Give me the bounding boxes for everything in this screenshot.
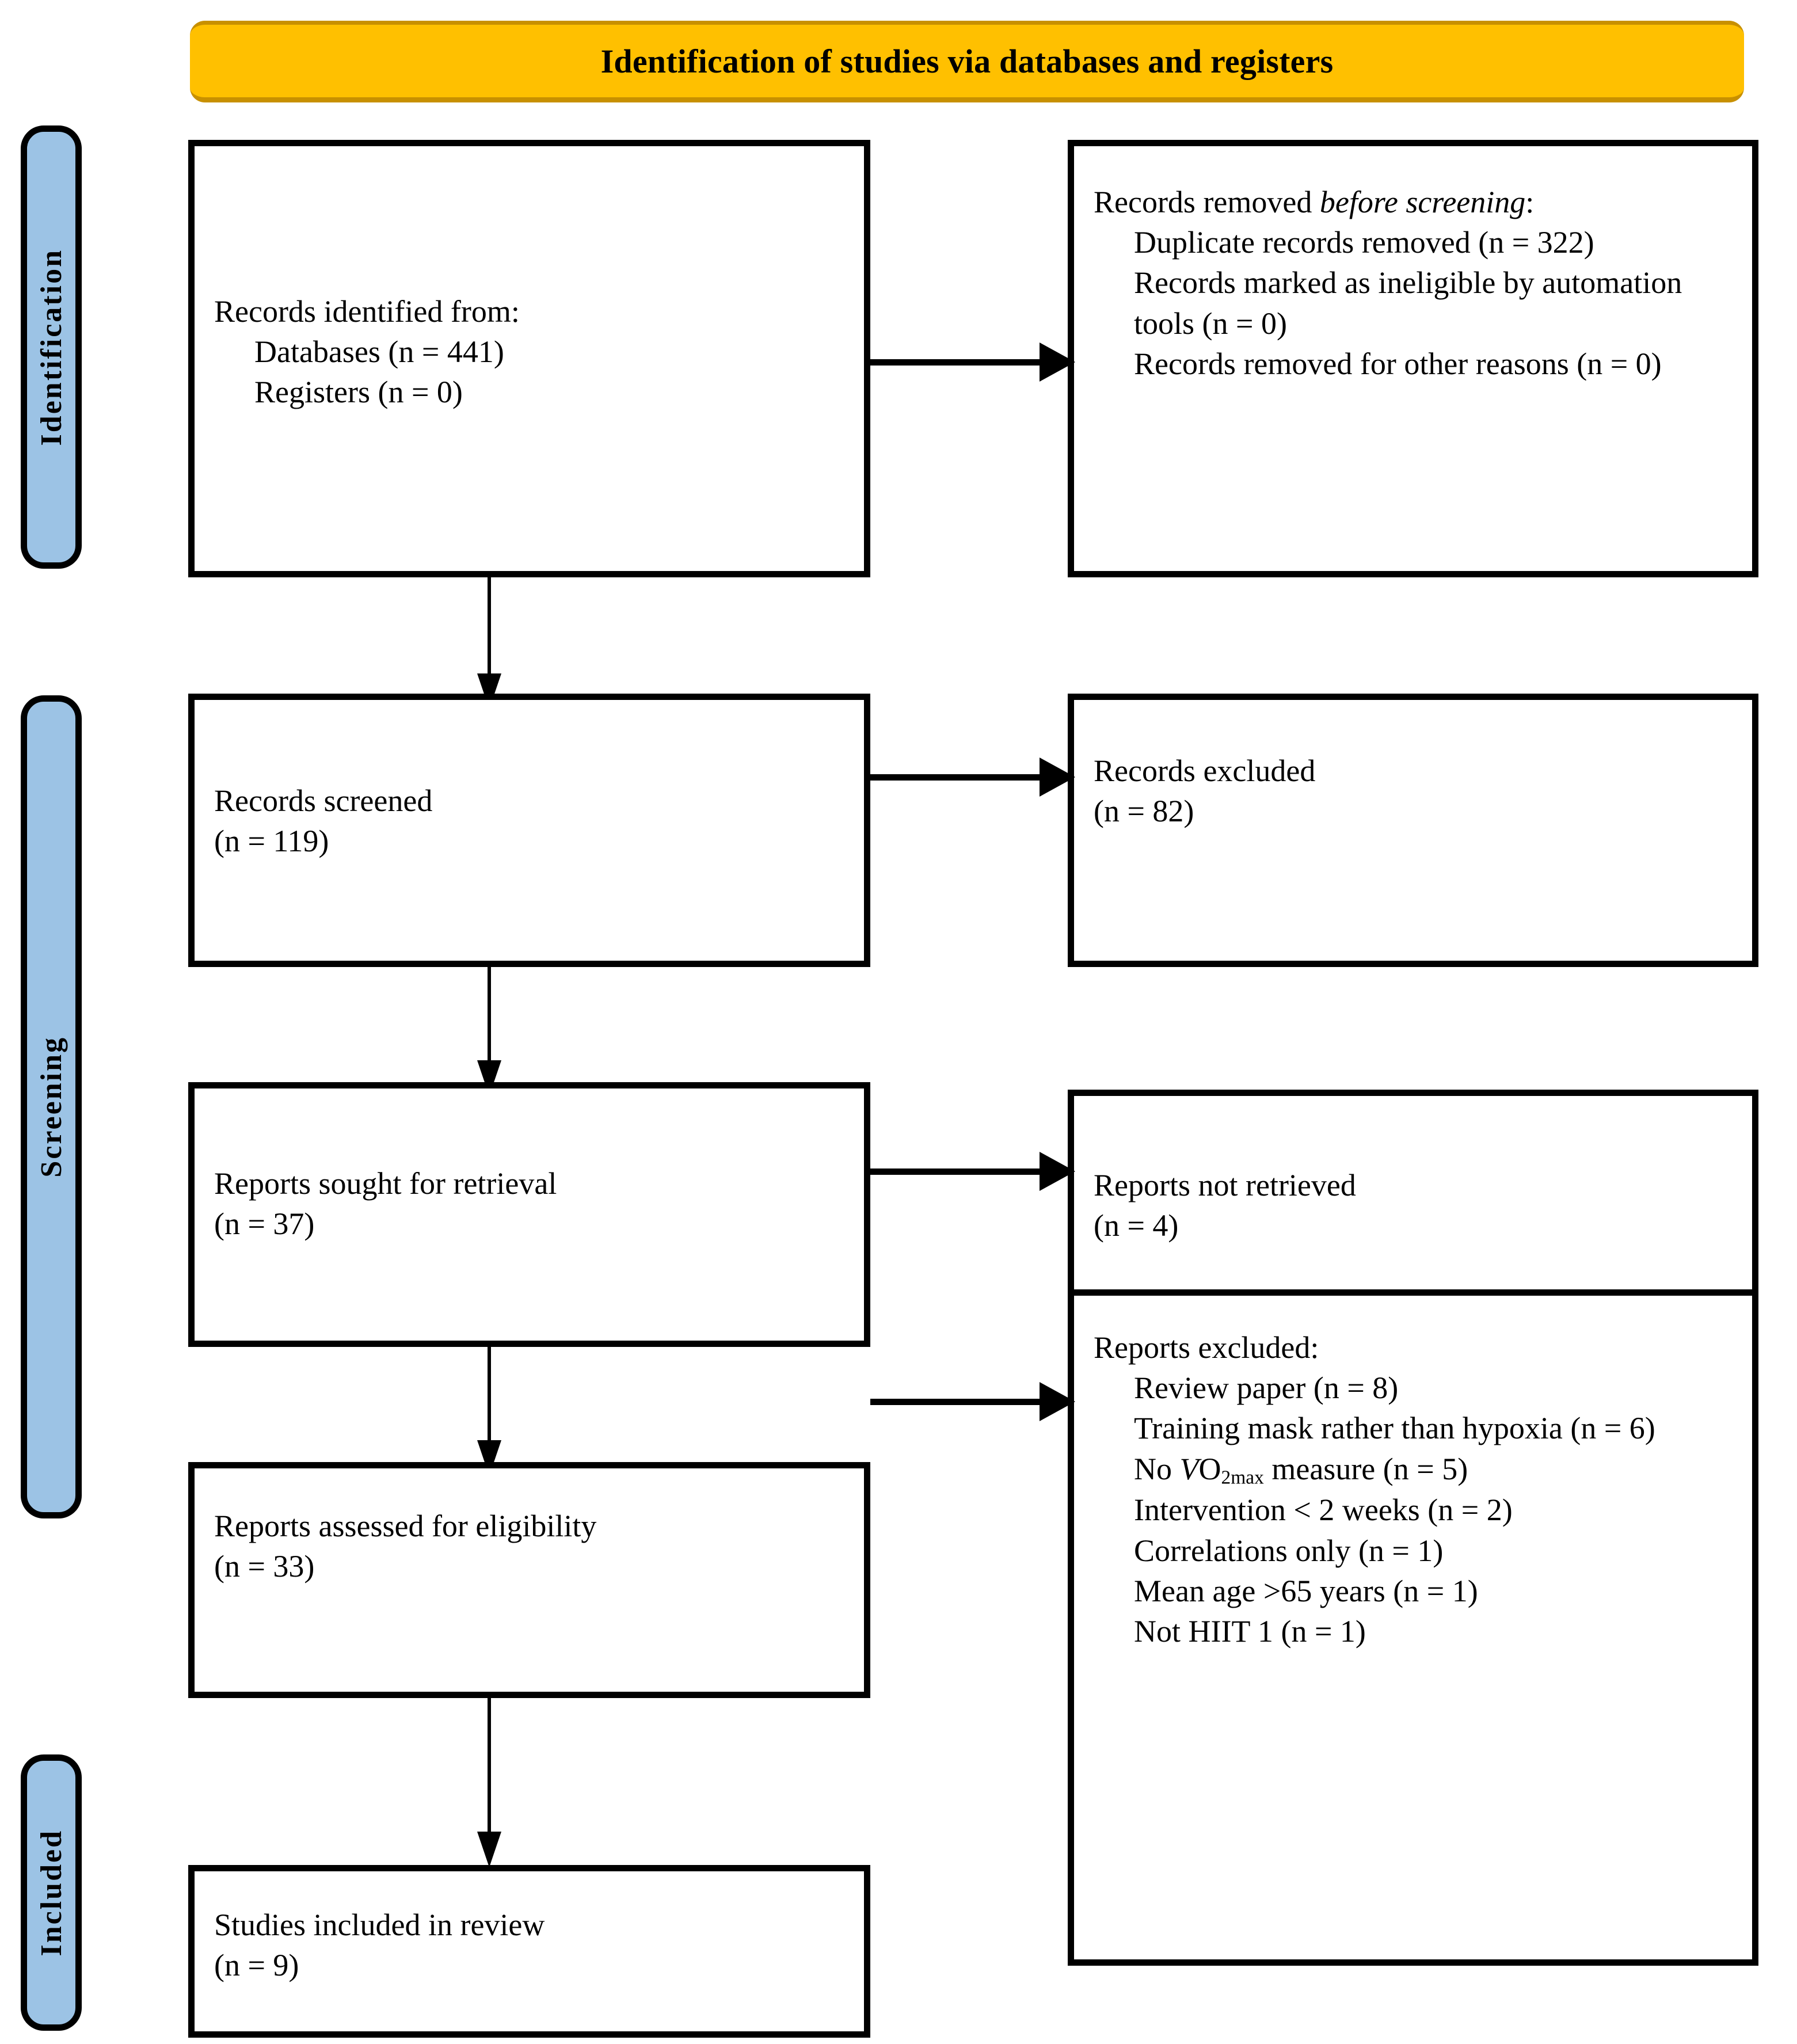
no-vo2max-o: O (1198, 1451, 1221, 1486)
arrow-screened-to-sought (488, 967, 491, 1068)
reports-sought-count: (n = 37) (214, 1206, 315, 1242)
reports-not-retrieved-label: Reports not retrieved (1094, 1168, 1356, 1202)
reports-assessed-label: Reports assessed for eligibility (214, 1509, 597, 1543)
reports-not-retrieved-count: (n = 4) (1094, 1208, 1179, 1243)
reports-excluded-item-review-paper: Review paper (n = 8) (1134, 1371, 1399, 1406)
box-studies-included: Studies included in review (n = 9) (188, 1865, 870, 2038)
arrow-identified-to-removed (870, 359, 1043, 366)
arrow-assessed-to-reports-excluded (870, 1399, 1043, 1405)
stage-tab-screening-label: Screening (35, 1036, 68, 1178)
reports-excluded-item-intervention: Intervention < 2 weeks (n = 2) (1134, 1493, 1513, 1528)
arrow-sought-to-not-retrieved (870, 1168, 1043, 1175)
reports-assessed-count: (n = 33) (214, 1549, 315, 1584)
no-vo2max-italic-v: V (1179, 1451, 1199, 1486)
reports-excluded-item-no-vo2max: No VO2max measure (n = 5) (1094, 1449, 1738, 1490)
records-removed-heading: Records removed before screening: (1094, 182, 1738, 222)
diagram-title-banner: Identification of studies via databases … (190, 21, 1744, 102)
records-identified-databases: Databases (n = 441) (254, 334, 504, 370)
records-screened-label: Records screened (214, 783, 433, 818)
arrow-screened-to-excluded (870, 774, 1043, 781)
records-excluded-count: (n = 82) (1094, 794, 1194, 829)
box-reports-sought: Reports sought for retrieval (n = 37) (188, 1082, 870, 1347)
no-vo2max-subscript: 2max (1221, 1466, 1264, 1488)
no-vo2max-post: measure (n = 5) (1263, 1451, 1468, 1486)
box-reports-excluded: Reports excluded: Review paper (n = 8) T… (1068, 1289, 1758, 1966)
arrow-screened-to-excluded-head (1040, 758, 1075, 797)
records-removed-other: Records removed for other reasons (n = 0… (1134, 346, 1662, 381)
stage-tab-included: Included (21, 1754, 82, 2031)
records-removed-heading-a: Records removed (1094, 185, 1320, 219)
stage-tab-included-label: Included (35, 1829, 68, 1957)
arrow-assessed-to-included (488, 1698, 491, 1839)
arrow-assessed-to-included-head (477, 1832, 501, 1867)
arrow-assessed-to-reports-excluded-head (1040, 1382, 1075, 1421)
arrow-sought-to-not-retrieved-head (1040, 1152, 1075, 1191)
stage-tab-screening: Screening (21, 695, 82, 1518)
box-records-removed: Records removed before screening: Duplic… (1068, 140, 1758, 577)
records-screened-count: (n = 119) (214, 824, 329, 859)
stage-tab-identification: Identification (21, 125, 82, 569)
reports-excluded-item-not-hiit: Not HIIT 1 (n = 1) (1134, 1614, 1366, 1649)
stage-tab-identification-label: Identification (35, 248, 68, 446)
records-removed-duplicates: Duplicate records removed (n = 322) (1134, 225, 1594, 260)
box-records-screened: Records screened (n = 119) (188, 694, 870, 967)
box-records-identified: Records identified from: Databases (n = … (188, 140, 870, 577)
records-excluded-label: Records excluded (1094, 753, 1316, 788)
box-reports-assessed: Reports assessed for eligibility (n = 33… (188, 1462, 870, 1698)
studies-included-label: Studies included in review (214, 1908, 545, 1942)
arrow-sought-to-assessed (488, 1347, 491, 1448)
records-removed-automation: Records marked as ineligible by automati… (1134, 265, 1682, 341)
arrow-identified-to-screened (488, 577, 491, 681)
records-removed-heading-c: : (1525, 185, 1535, 219)
arrow-identified-to-removed-head (1040, 342, 1075, 382)
no-vo2max-pre: No (1134, 1451, 1180, 1486)
box-records-excluded: Records excluded (n = 82) (1068, 694, 1758, 967)
reports-excluded-item-mean-age: Mean age >65 years (n = 1) (1134, 1573, 1478, 1608)
reports-excluded-item-training-mask: Training mask rather than hypoxia (n = 6… (1134, 1411, 1655, 1446)
reports-excluded-item-correlations: Correlations only (n = 1) (1134, 1533, 1444, 1568)
studies-included-count: (n = 9) (214, 1948, 299, 1983)
reports-excluded-heading: Reports excluded: (1094, 1330, 1319, 1365)
reports-sought-label: Reports sought for retrieval (214, 1166, 557, 1201)
records-identified-line1: Records identified from: (214, 294, 520, 329)
records-identified-registers: Registers (n = 0) (254, 375, 463, 410)
diagram-title: Identification of studies via databases … (600, 42, 1334, 80)
records-removed-heading-italic: before screening (1319, 185, 1526, 219)
